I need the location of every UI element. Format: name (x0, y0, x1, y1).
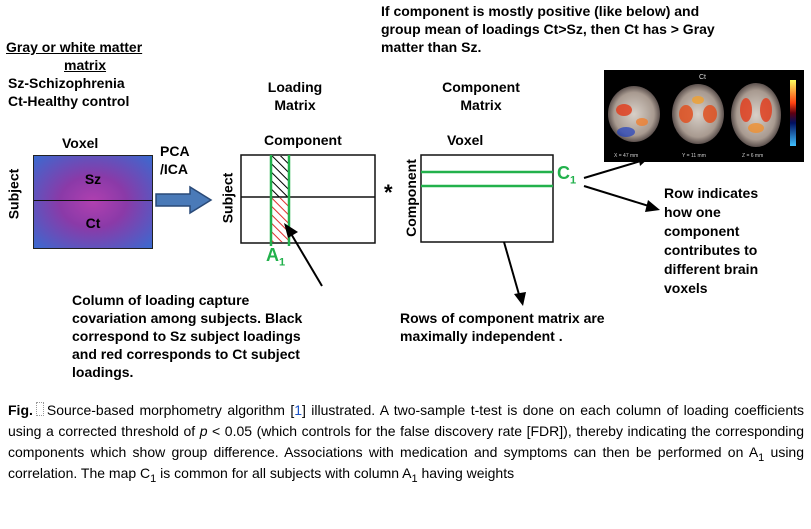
note-line: Column of loading capture (72, 292, 250, 308)
note-line: correspond to Sz subject loadings (72, 328, 301, 344)
pca-ica-label: PCA /ICA (160, 142, 190, 178)
reference-link[interactable]: 1 (294, 402, 303, 418)
loading-matrix-title: Loading Matrix (250, 78, 340, 114)
figure-caption: Fig. Source-based morphometry algorithm [… (8, 400, 804, 484)
title-line: Loading (267, 79, 323, 95)
top-note-line: matter than Sz. (381, 39, 482, 55)
component-note: Rows of component matrix are maximally i… (400, 309, 605, 345)
caption-text: using correlation. The map C (8, 444, 805, 481)
c-letter: C (557, 163, 570, 183)
subject-label-loading: Subject (219, 172, 236, 224)
top-note-line: group mean of loadings Ct>Sz, then Ct ha… (381, 21, 715, 37)
component-matrix (420, 154, 554, 243)
brain-label-z: Z = 6 mm (742, 153, 764, 159)
c-subscript: 1 (570, 174, 577, 187)
sbm-diagram: If component is mostly positive (like be… (5, 2, 804, 381)
note-line: Row indicates (664, 185, 759, 201)
a1-label: A1 (266, 245, 285, 268)
note-line: and red corresponds to Ct subject (72, 346, 300, 362)
loading-matrix (240, 154, 376, 246)
matrix-divider (34, 200, 152, 201)
gray-white-heading: Gray or white matter matrix (6, 38, 142, 74)
voxel-label-component: Voxel (447, 132, 484, 148)
caption-sub: 1 (150, 472, 157, 485)
title-line: Matrix (274, 97, 316, 113)
note-line: Rows of component matrix are (400, 310, 605, 326)
component-label-vertical: Component (402, 159, 419, 237)
caption-text: Source-based morphometry algorithm [ (46, 402, 295, 418)
caption-p: p (199, 423, 208, 439)
note-line: maximally independent . (400, 328, 563, 344)
top-note-line: If component is mostly positive (like be… (381, 3, 700, 19)
subject-label-left: Subject (5, 168, 22, 220)
gray-matter-matrix: Sz Ct (33, 155, 153, 249)
loading-note-arrow (284, 223, 323, 287)
note-line: covariation among subjects. Black (72, 310, 303, 326)
a-subscript: 1 (279, 256, 286, 269)
multiply-sign: * (384, 180, 393, 205)
heading-line: matrix (64, 57, 107, 73)
c1-label: C1 (557, 163, 576, 186)
note-line: voxels (664, 280, 708, 296)
brain-label-y: Y = 11 mm (682, 153, 706, 159)
caption-text: is common for all subjects with column A (156, 465, 412, 481)
a-letter: A (266, 245, 279, 265)
row-note: Row indicates how one component contribu… (664, 184, 758, 298)
caption-sub: 1 (411, 472, 418, 485)
voxel-label-left: Voxel (62, 135, 99, 151)
brain-title: Ct (699, 74, 706, 81)
caption-sub: 1 (758, 451, 765, 464)
note-line: different brain (664, 261, 759, 277)
component-note-arrow (503, 241, 526, 306)
top-note: If component is mostly positive (like be… (381, 2, 715, 56)
pca-line: /ICA (160, 161, 188, 177)
title-line: Matrix (460, 97, 502, 113)
heading-line: Gray or white matter (6, 39, 143, 55)
component-matrix-title: Component Matrix (431, 78, 531, 114)
row-ct: Ct (85, 215, 101, 231)
group-legend: Sz-Schizophrenia Ct-Healthy control (8, 74, 129, 110)
brain-label-x: X = 47 mm (614, 153, 639, 159)
note-line: how one (664, 204, 721, 220)
legend-sz: Sz-Schizophrenia (8, 75, 125, 91)
loading-note: Column of loading capture covariation am… (72, 291, 302, 381)
note-line: component (664, 223, 740, 239)
row-sz: Sz (84, 171, 102, 187)
caption-text: having weights (417, 465, 515, 481)
component-label-loading: Component (264, 132, 342, 148)
pca-arrow (155, 185, 213, 215)
note-line: loadings. (72, 364, 134, 380)
brain-slices (608, 80, 796, 147)
note-line: contributes to (664, 242, 758, 258)
legend-ct: Ct-Healthy control (8, 93, 130, 109)
placeholder-box (35, 402, 44, 416)
brain-map-image: Ct (604, 70, 804, 162)
pca-line: PCA (160, 143, 190, 159)
caption-text: ] illustrated. A two-sample t-test is do… (8, 402, 804, 439)
title-line: Component (442, 79, 520, 95)
fig-label: Fig. (8, 402, 33, 418)
caption-text: < 0.05 (which controls for the false dis… (8, 423, 804, 460)
